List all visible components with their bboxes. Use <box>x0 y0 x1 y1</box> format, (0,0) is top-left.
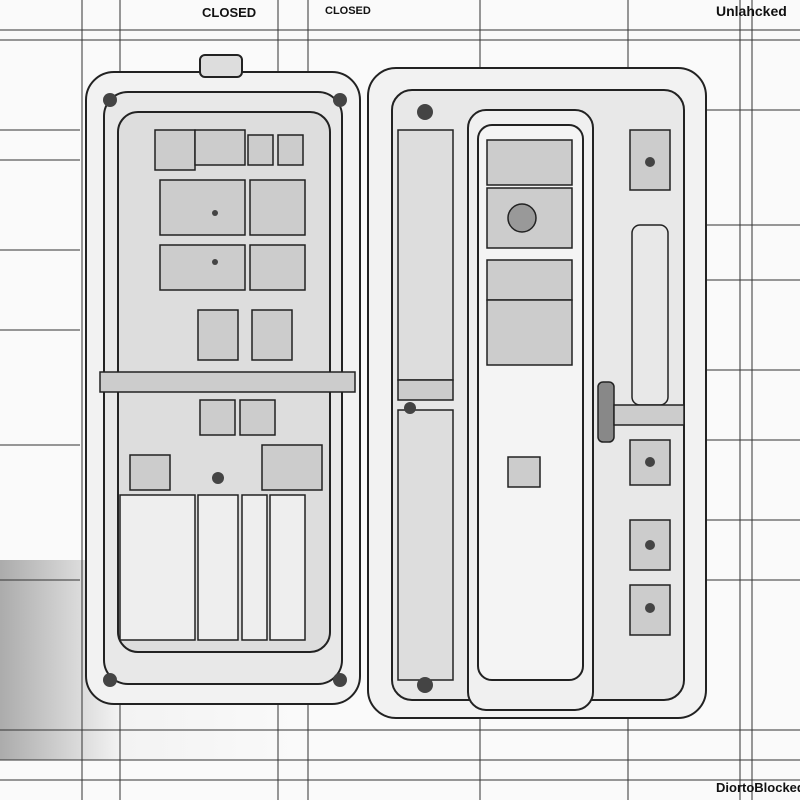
closed-label-middle: CLOSED <box>325 5 371 17</box>
door-blocked-label: DiortoBlocked <box>716 780 800 795</box>
top-latch <box>199 54 243 78</box>
closed-label-left: CLOSED <box>202 5 257 20</box>
left-door <box>85 54 361 705</box>
door-handle <box>597 381 615 443</box>
unlatched-label: Unlahcked <box>716 3 787 19</box>
right-door <box>367 67 707 719</box>
